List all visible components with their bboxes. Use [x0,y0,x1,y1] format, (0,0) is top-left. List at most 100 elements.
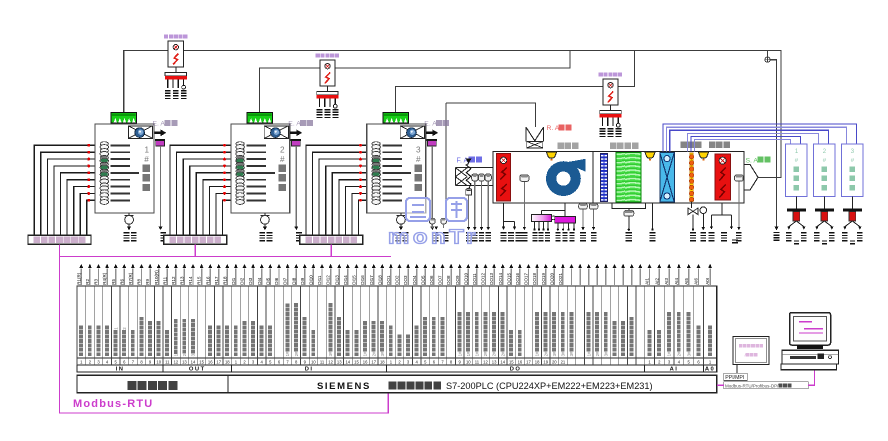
svg-text:R2: R2 [85,279,90,285]
svg-text:5: 5 [688,360,691,365]
svg-text:3: 3 [97,360,100,365]
svg-text:14: 14 [345,360,350,365]
svg-text:17: 17 [526,360,531,365]
svg-text:2#: 2# [483,351,488,356]
svg-text:DI14: DI14 [343,275,348,285]
svg-text:R6: R6 [119,279,124,285]
svg-text:1#: 1# [667,351,672,356]
svg-text:DO18: DO18 [532,273,537,285]
svg-text:16: 16 [518,360,523,365]
svg-text:R13: R13 [180,276,185,285]
svg-text:R12: R12 [171,276,176,285]
svg-text:12: 12 [328,360,333,365]
svg-text:3#: 3# [686,351,691,356]
svg-text:DO3: DO3 [403,275,408,285]
svg-text:2#: 2# [595,351,600,356]
svg-text:IN: IN [116,366,125,372]
svg-text:10: 10 [156,360,161,365]
svg-text:R4(R): R4(R) [102,272,107,285]
svg-text:8: 8 [295,360,298,365]
svg-text:20: 20 [552,360,557,365]
svg-text:3: 3 [191,353,196,356]
svg-text:PPI/MPI: PPI/MPI [725,375,744,381]
svg-text:2#: 2# [294,351,299,356]
svg-text:1: 1 [113,327,118,330]
svg-text:5: 5 [424,360,427,365]
svg-text:1: 1 [390,360,393,365]
svg-text:3: 3 [416,145,421,154]
svg-text:1#: 1# [363,351,368,356]
svg-text:AI1: AI1 [645,278,650,285]
svg-text:17: 17 [371,360,376,365]
svg-text:2#: 2# [543,351,548,356]
svg-text:monTr: monTr [388,227,479,249]
svg-text:R5: R5 [111,279,116,285]
svg-text:AI5: AI5 [684,278,689,285]
svg-text:2: 2 [122,327,127,330]
svg-text:R8: R8 [137,279,142,285]
svg-text:18: 18 [380,360,385,365]
svg-text:AI6: AI6 [694,278,699,285]
svg-text:DO17: DO17 [524,273,529,285]
svg-text:AI4: AI4 [674,278,679,285]
svg-text:7: 7 [286,360,289,365]
svg-text:DO13: DO13 [489,273,494,285]
svg-text:R17: R17 [214,276,219,285]
svg-text:DI8: DI8 [291,277,296,285]
svg-text:16: 16 [208,360,213,365]
svg-text:DO: DO [510,366,522,372]
svg-text:7: 7 [132,360,135,365]
svg-text:DO20: DO20 [549,273,554,285]
svg-text:11: 11 [475,360,480,365]
svg-text:DI17: DI17 [369,275,374,285]
svg-text:8: 8 [450,360,453,365]
svg-text:R16: R16 [205,276,210,285]
svg-text:DO4: DO4 [412,275,417,285]
svg-text:DI5: DI5 [265,277,270,285]
svg-text:4: 4 [261,360,264,365]
svg-text:16: 16 [363,360,368,365]
svg-text:DO14: DO14 [498,273,503,285]
svg-text:2: 2 [823,149,827,155]
svg-text:1: 1 [80,360,83,365]
svg-text:1: 1 [709,360,712,365]
svg-text:21: 21 [561,360,566,365]
svg-text:4: 4 [678,360,681,365]
svg-text:DO10: DO10 [463,273,468,285]
svg-text:6: 6 [433,360,436,365]
svg-text:2: 2 [658,360,661,365]
svg-text:4: 4 [416,360,419,365]
svg-text:1: 1 [174,353,179,356]
svg-text:2: 2 [89,360,92,365]
svg-text:10: 10 [466,360,471,365]
svg-text:1#: 1# [535,351,540,356]
svg-text:DI7: DI7 [283,277,288,285]
svg-text:DI3: DI3 [248,277,253,285]
svg-text:DI10: DI10 [309,275,314,285]
svg-text:9: 9 [149,360,152,365]
svg-text:DO1: DO1 [386,275,391,285]
svg-text:DO9: DO9 [455,275,460,285]
svg-text:18: 18 [535,360,540,365]
svg-text:2#: 2# [492,351,497,356]
svg-text:A0I: A0I [705,278,710,285]
svg-text:DO19: DO19 [541,273,546,285]
svg-text:DI6: DI6 [274,277,279,285]
svg-text:/: / [744,353,746,358]
svg-text:6: 6 [278,360,281,365]
svg-text:8: 8 [140,360,143,365]
svg-text:R7(R): R7(R) [128,272,133,285]
svg-text:11: 11 [165,360,170,365]
svg-text:DI1: DI1 [231,277,236,285]
svg-text:R15: R15 [197,276,202,285]
svg-text:3#: 3# [328,351,333,356]
svg-text:AI2: AI2 [654,278,659,285]
svg-text:S7-200PLC (CPU224XP+EM222+EM22: S7-200PLC (CPU224XP+EM222+EM223+EM231) [446,381,653,391]
svg-text:Modbus-RTU/Profibus-DP/: Modbus-RTU/Profibus-DP/ [725,383,779,388]
svg-text:3#: 3# [552,351,557,356]
svg-text:6: 6 [697,360,700,365]
svg-text:12: 12 [174,360,179,365]
svg-text:DI4: DI4 [257,277,262,285]
svg-text:#: # [416,155,421,164]
svg-text:6: 6 [123,360,126,365]
